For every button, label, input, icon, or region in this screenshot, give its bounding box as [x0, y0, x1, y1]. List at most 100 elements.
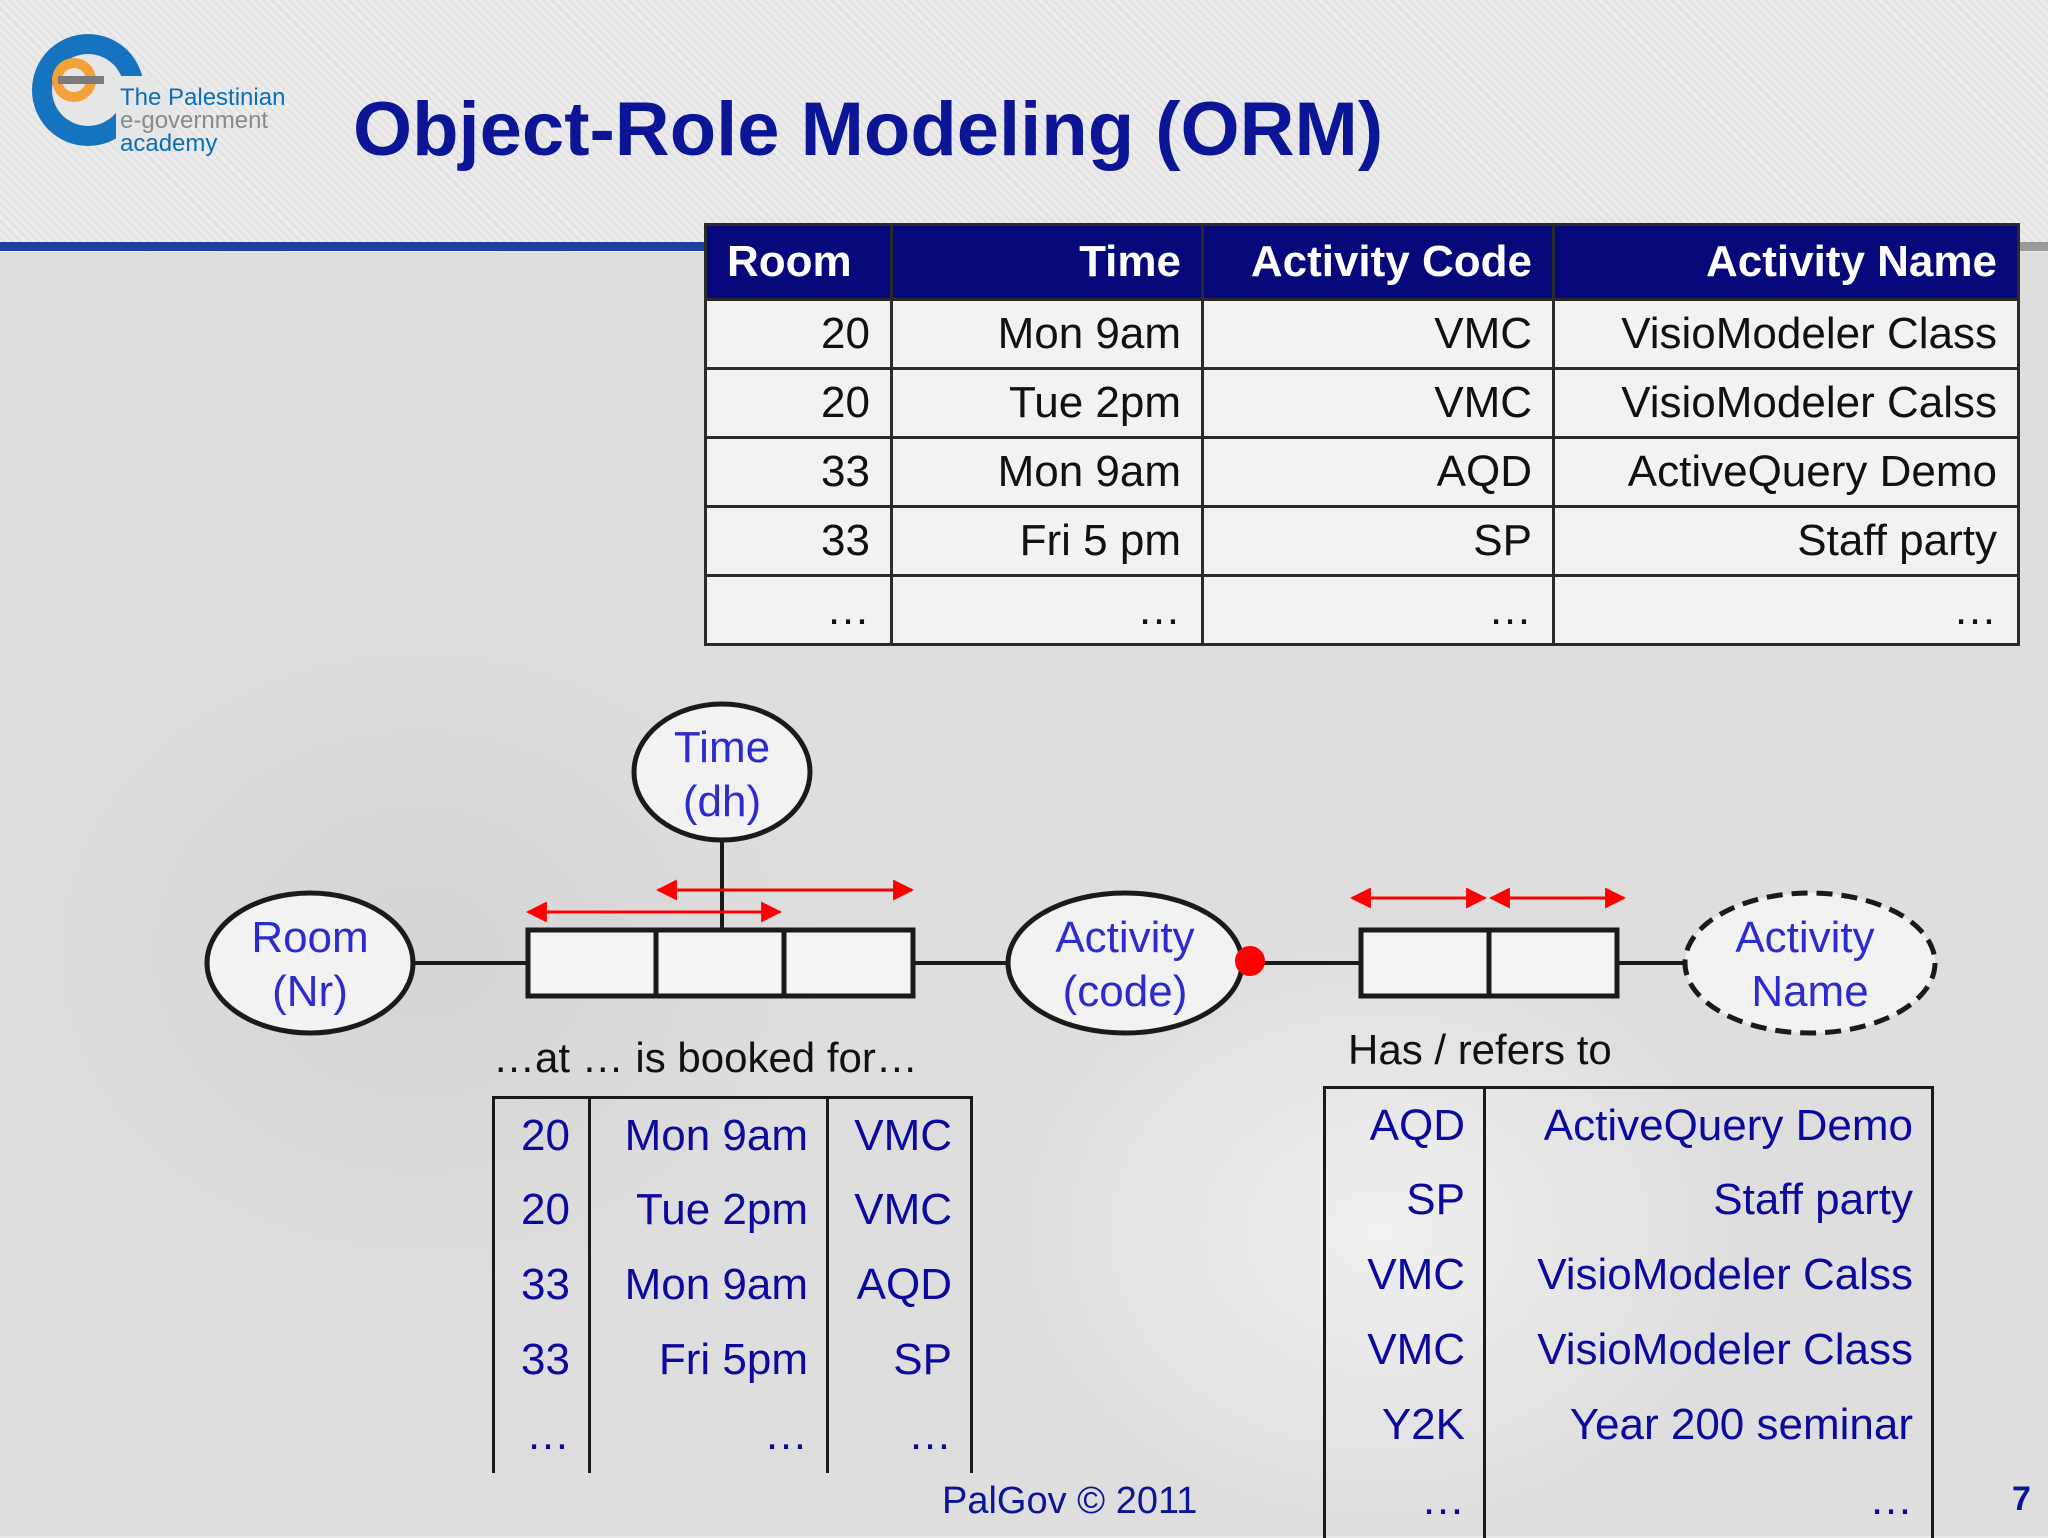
column-header-time: Time: [890, 223, 1204, 301]
table-cell: …: [1201, 574, 1555, 646]
room-node-label: Room: [251, 913, 368, 962]
table-header-row: Room Time Activity Code Activity Name: [704, 223, 2020, 301]
table-cell: SP: [826, 1322, 972, 1398]
activity-node-label: Activity: [1055, 913, 1194, 962]
table-row: 33 Fri 5pm SP: [494, 1322, 972, 1398]
table-cell: 33: [704, 505, 893, 577]
table-cell: VMC: [1201, 367, 1555, 439]
role-box-has: [1358, 927, 1492, 999]
table-cell: Mon 9am: [890, 436, 1204, 508]
column-header-activity-name: Activity Name: [1552, 223, 2020, 301]
table-cell: VMC: [1367, 1250, 1465, 1299]
table-row: SP Staff party: [1325, 1162, 1933, 1238]
activity-node-ref: (code): [1063, 967, 1188, 1016]
table-cell: Tue 2pm: [890, 367, 1204, 439]
table-cell: Mon 9am: [890, 298, 1204, 370]
room-entity-node: [204, 890, 416, 1036]
header-background: [0, 0, 2048, 252]
ternary-reading: …at … is booked for…: [493, 1034, 918, 1081]
table-cell: SP: [1201, 505, 1555, 577]
table-cell: AQD: [826, 1247, 972, 1323]
table-cell: VisioModeler Class: [1483, 1312, 1933, 1388]
table-row: 20 Tue 2pm VMC: [494, 1172, 972, 1248]
logo-line-2: e-government: [120, 107, 269, 134]
role-box-room: [525, 927, 659, 999]
table-cell: …: [1552, 574, 2020, 646]
table-row: 33 Mon 9am AQD ActiveQuery Demo: [704, 436, 2020, 508]
role-box-refers-to: [1486, 927, 1620, 999]
table-row: 20 Mon 9am VMC VisioModeler Class: [704, 298, 2020, 370]
table-cell: 33: [521, 1260, 570, 1309]
role-box-activity: [781, 927, 916, 999]
table-cell: AQD: [1201, 436, 1555, 508]
table-cell: …: [1421, 1475, 1465, 1524]
activity-name-node-line2: Name: [1751, 967, 1868, 1016]
table-cell: …: [890, 574, 1204, 646]
table-cell: VMC: [826, 1172, 972, 1248]
table-row: VMC VisioModeler Calss: [1325, 1237, 1933, 1313]
table-cell: …: [588, 1397, 828, 1473]
room-node-ref: (Nr): [272, 967, 348, 1016]
table-cell: Fri 5 pm: [890, 505, 1204, 577]
activity-name-value-node: [1682, 890, 1938, 1036]
table-cell: AQD: [1369, 1100, 1465, 1150]
binary-reading: Has / refers to: [1348, 1026, 1612, 1073]
column-header-room: Room: [704, 223, 893, 301]
table-cell: VisioModeler Class: [1552, 298, 2020, 370]
table-cell: Mon 9am: [588, 1097, 828, 1173]
table-cell: Fri 5pm: [588, 1322, 828, 1398]
table-cell: SP: [1406, 1175, 1465, 1224]
page-number: 7: [2012, 1480, 2031, 1518]
table-cell: 20: [704, 367, 893, 439]
table-row: VMC VisioModeler Class: [1325, 1312, 1933, 1388]
table-cell: …: [1483, 1462, 1933, 1538]
table-row: 33 Mon 9am AQD: [494, 1247, 972, 1323]
table-row: 20 Mon 9am VMC: [494, 1097, 972, 1173]
table-cell: VisioModeler Calss: [1483, 1237, 1933, 1313]
logo-text: The Palestinian e-government academy: [120, 84, 320, 157]
logo-line-1: The Palestinian: [120, 84, 286, 111]
table-cell: 20: [521, 1185, 570, 1234]
table-cell: VMC: [1367, 1325, 1465, 1374]
table-cell: Y2K: [1381, 1400, 1465, 1449]
column-header-activity-code: Activity Code: [1201, 223, 1555, 301]
activity-name-node-line1: Activity: [1735, 913, 1874, 962]
time-node-ref: (dh): [683, 777, 761, 826]
footer-copyright: PalGov © 2011: [942, 1480, 1198, 1522]
table-row: … … … …: [704, 574, 2020, 646]
table-row: … … …: [494, 1397, 972, 1473]
header-rule-blue: [0, 242, 720, 251]
logo-line-3: academy: [120, 130, 218, 157]
table-row: 33 Fri 5 pm SP Staff party: [704, 505, 2020, 577]
table-cell: …: [704, 574, 893, 646]
table-cell: 20: [521, 1110, 570, 1160]
table-cell: VMC: [826, 1097, 972, 1173]
booking-table: Room Time Activity Code Activity Name 20…: [704, 223, 2020, 646]
table-cell: VisioModeler Calss: [1552, 367, 2020, 439]
page-title: Object-Role Modeling (ORM): [353, 87, 1384, 172]
table-cell: Year 200 seminar: [1483, 1387, 1933, 1463]
table-row: Y2K Year 200 seminar: [1325, 1387, 1933, 1463]
table-cell: Staff party: [1552, 505, 2020, 577]
time-node-label: Time: [674, 723, 770, 772]
table-cell: …: [826, 1397, 972, 1473]
table-row: 20 Tue 2pm VMC VisioModeler Calss: [704, 367, 2020, 439]
table-cell: …: [526, 1410, 570, 1459]
table-cell: VMC: [1201, 298, 1555, 370]
role-box-time: [653, 927, 787, 999]
table-cell: ActiveQuery Demo: [1552, 436, 2020, 508]
palgov-logo-icon: [32, 34, 176, 152]
table-cell: 33: [704, 436, 893, 508]
table-cell: ActiveQuery Demo: [1483, 1087, 1933, 1163]
table-cell: Mon 9am: [588, 1247, 828, 1323]
binary-population-table: AQD ActiveQuery Demo SP Staff party VMC …: [1323, 1086, 1934, 1538]
table-cell: Staff party: [1483, 1162, 1933, 1238]
table-cell: 20: [704, 298, 893, 370]
table-cell: Tue 2pm: [588, 1172, 828, 1248]
table-cell: 33: [521, 1335, 570, 1384]
mandatory-role-dot: [1235, 946, 1265, 976]
table-row: AQD ActiveQuery Demo: [1325, 1087, 1933, 1163]
ternary-population-table: 20 Mon 9am VMC 20 Tue 2pm VMC 33 Mon 9am…: [492, 1096, 973, 1473]
table-row: … …: [1325, 1462, 1933, 1538]
